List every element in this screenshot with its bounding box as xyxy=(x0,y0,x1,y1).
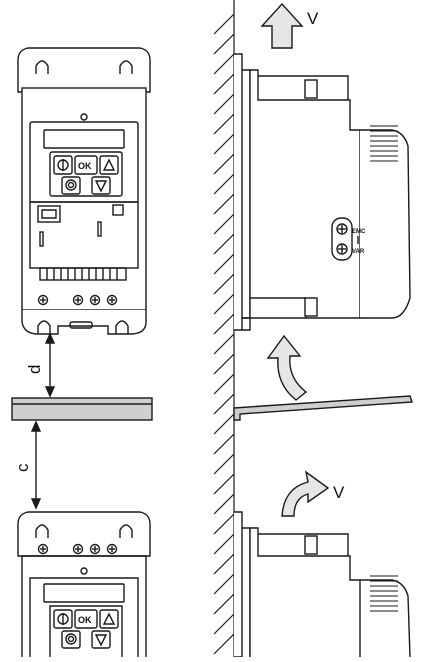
terminal-strip-top xyxy=(39,267,127,281)
drive-front-bottom: OK xyxy=(17,511,151,657)
direction-v-bottom: V xyxy=(333,483,345,502)
emc-label: EMC xyxy=(352,229,366,235)
ok-key-label-bottom: OK xyxy=(78,615,92,625)
dimension-d-label: d xyxy=(25,365,44,374)
dimension-c-label: c xyxy=(13,463,32,472)
arrow-up-icon xyxy=(260,2,304,49)
tilt-arrow-icon xyxy=(266,334,308,401)
var-label: VAR xyxy=(352,249,365,255)
dimension-d xyxy=(44,332,56,398)
dimension-c xyxy=(30,420,42,510)
vent-slots-top xyxy=(370,125,398,162)
power-screws-top xyxy=(37,294,118,306)
vent-slots-bottom xyxy=(370,575,398,612)
drive-side-bottom xyxy=(234,511,411,658)
drive-front-top: OK xyxy=(17,47,151,335)
mounting-rail xyxy=(11,397,153,421)
ok-key-label-top: OK xyxy=(78,161,92,171)
drive-side-top xyxy=(234,53,411,331)
mounting-wall xyxy=(213,0,235,657)
direction-v-top: V xyxy=(307,9,319,28)
rail-side xyxy=(233,395,413,421)
arrow-curve-right-icon xyxy=(281,470,330,517)
